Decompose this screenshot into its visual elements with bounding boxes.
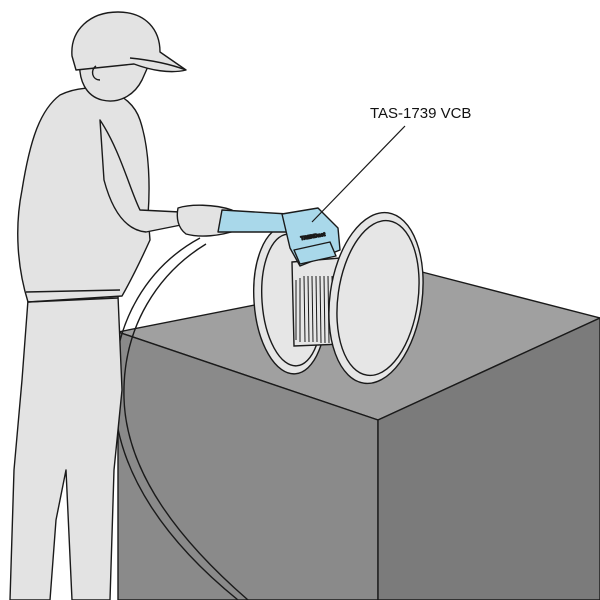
box-right-face: [377, 317, 600, 600]
worker-cap-brim: [129, 57, 187, 71]
gray-box: [117, 271, 600, 600]
worker-legs: [9, 295, 123, 600]
worker-belt: [25, 289, 121, 303]
worker-ear: [91, 65, 101, 81]
cable-reel: [253, 211, 424, 385]
callout-label: TAS-1739 VCB: [370, 105, 471, 122]
reel-front-flange-inner: [336, 219, 420, 377]
reel-windings: [295, 275, 334, 344]
box-left-face: [117, 331, 379, 600]
worker-torso: [17, 87, 151, 303]
worker-cap: [71, 11, 187, 73]
tester-device: TRENDnet: [217, 207, 341, 267]
cable-inner: [123, 243, 249, 600]
callout-leader-line: [311, 125, 406, 223]
tester-handle: [217, 209, 291, 233]
tester-logo: TRENDnet: [300, 232, 326, 242]
tester-clip: [293, 241, 337, 265]
